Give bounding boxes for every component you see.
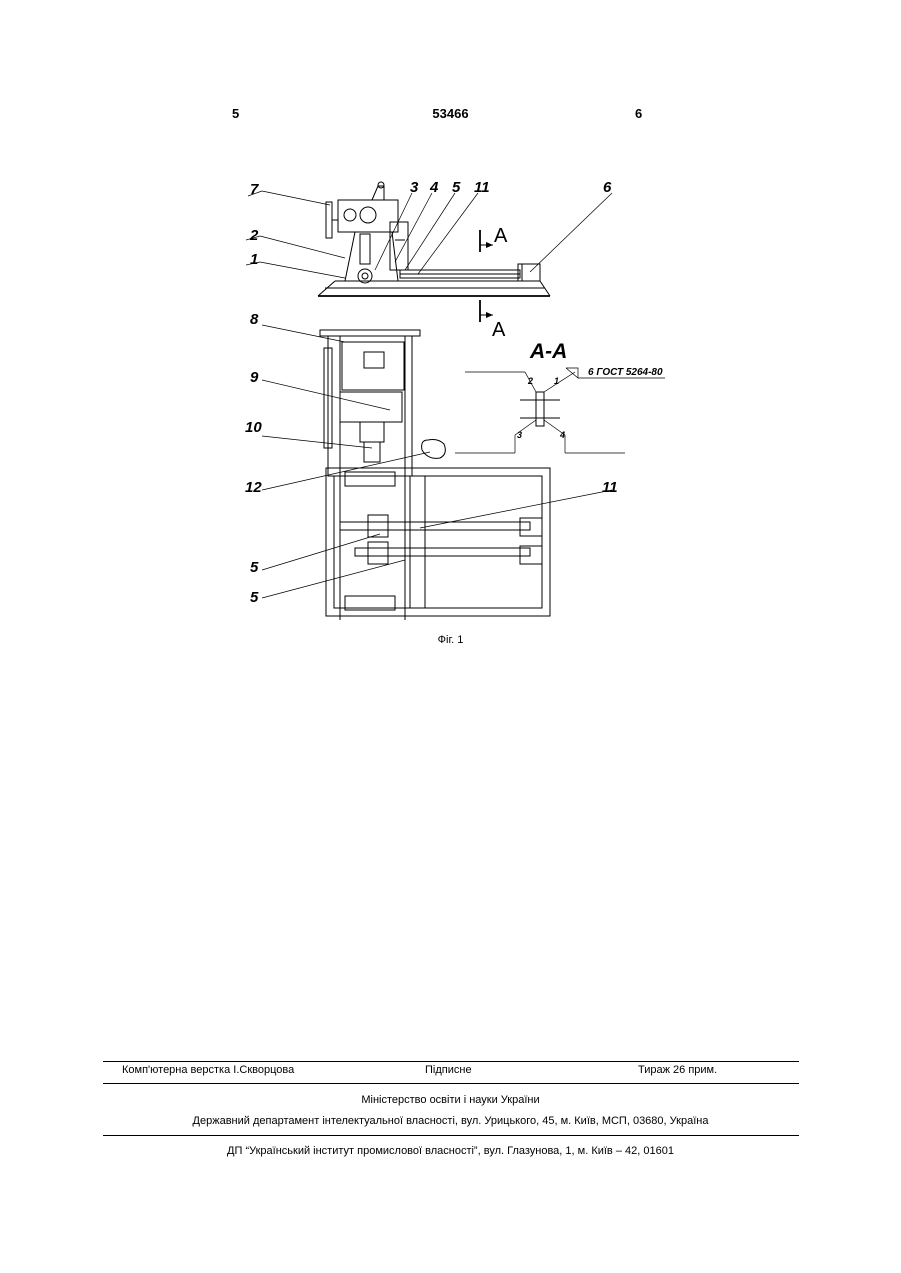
- label-12: 12: [245, 479, 262, 496]
- weld-number-1: 1: [554, 376, 559, 386]
- section-mark-bottom: A: [492, 319, 506, 341]
- label-5: 5: [452, 179, 461, 196]
- label-5-plan-lower: 5: [250, 589, 259, 606]
- weld-number-3: 3: [517, 430, 522, 440]
- label-2: 2: [249, 227, 259, 244]
- label-3: 3: [410, 179, 419, 196]
- footer-rule-top: [103, 1061, 799, 1062]
- label-7: 7: [250, 181, 259, 198]
- weld-number-4: 4: [559, 430, 565, 440]
- footer-rule-bottom: [103, 1135, 799, 1136]
- label-11: 11: [474, 179, 490, 196]
- label-9: 9: [250, 369, 259, 386]
- side-view: [246, 182, 612, 322]
- section-mark-top: A: [494, 225, 508, 247]
- label-11-plan: 11: [602, 479, 618, 496]
- technical-drawing: 7 2 1 3 4 5 11 6 8 9 10 12 11 5 5 A A А-…: [0, 0, 901, 660]
- footer-layout-credit: Комп'ютерна верстка І.Скворцова: [122, 1064, 294, 1076]
- label-5-plan-upper: 5: [250, 559, 259, 576]
- label-1: 1: [250, 251, 258, 268]
- label-8: 8: [250, 311, 259, 328]
- weld-number-2: 2: [527, 376, 533, 386]
- label-4: 4: [429, 179, 439, 196]
- section-aa: [455, 368, 665, 453]
- footer-print-run: Тираж 26 прим.: [638, 1064, 717, 1076]
- footer-signed: Підписне: [425, 1064, 472, 1076]
- footer-department: Державний департамент інтелектуальної вл…: [0, 1115, 901, 1127]
- figure-caption: Фіг. 1: [0, 634, 901, 646]
- plan-view: [262, 325, 612, 620]
- footer-rule-middle: [103, 1083, 799, 1084]
- weld-note: 6 ГОСТ 5264-80: [588, 367, 663, 378]
- label-10: 10: [245, 419, 262, 436]
- section-title: А-А: [529, 340, 567, 363]
- footer-ministry: Міністерство освіти і науки України: [0, 1094, 901, 1106]
- footer-institute: ДП “Український інститут промислової вла…: [0, 1145, 901, 1157]
- label-6: 6: [603, 179, 612, 196]
